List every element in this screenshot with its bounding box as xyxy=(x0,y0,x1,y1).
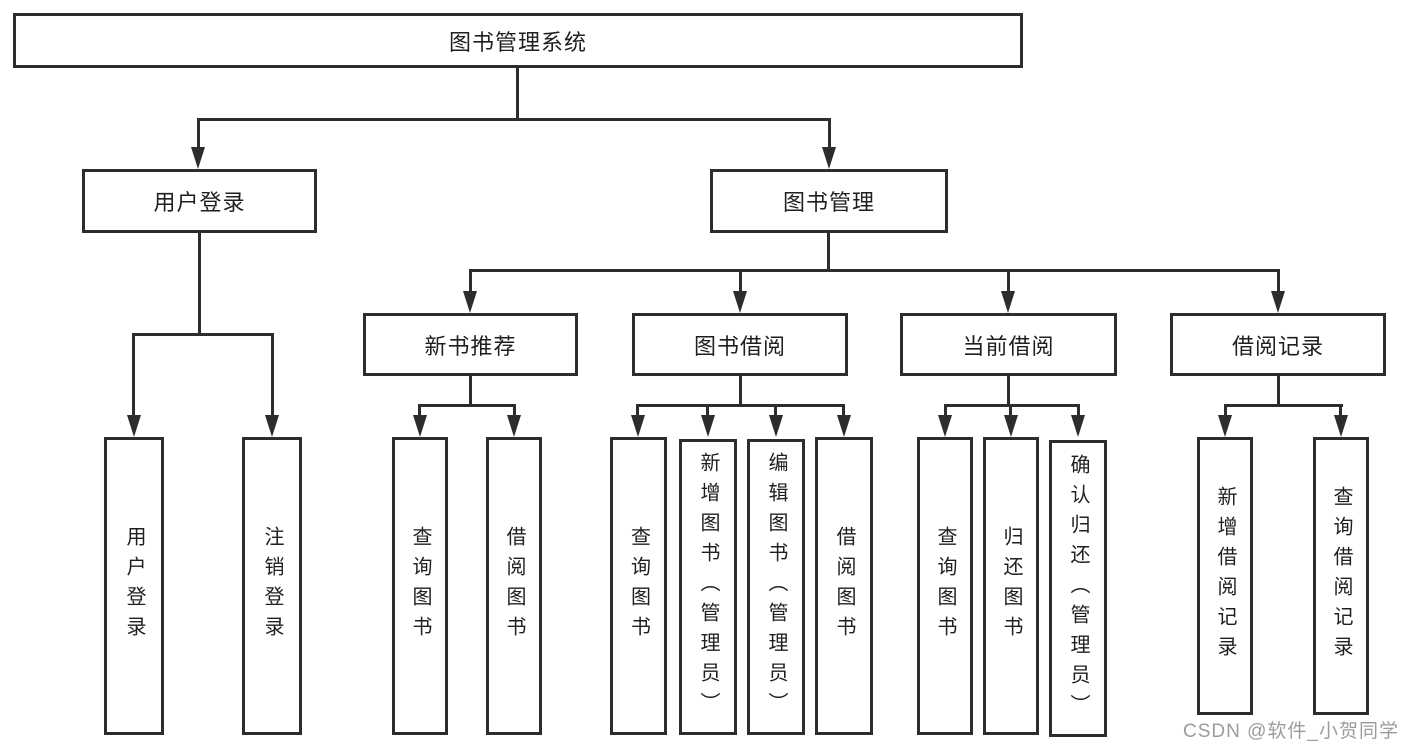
connector-group1-crossbar xyxy=(418,404,516,407)
node-book-borrow: 图书借阅 xyxy=(632,313,848,376)
node-current-borrow: 当前借阅 xyxy=(900,313,1117,376)
node-user-login-label: 用户登录 xyxy=(153,190,246,215)
arrowhead-group2-child4 xyxy=(837,415,851,437)
arrowhead-to-group1 xyxy=(463,291,477,313)
arrowhead-group4-child1 xyxy=(1218,415,1232,437)
connector-root-stem xyxy=(516,68,519,121)
connector-group2-crossbar xyxy=(636,404,845,407)
node-user-login: 用户登录 xyxy=(82,169,317,233)
arrowhead-group3-child2 xyxy=(1004,415,1018,437)
arrowhead-group2-child1 xyxy=(631,415,645,437)
leaf-g3-confirm-return-admin-label: 确认归还（管理员） xyxy=(1067,453,1089,724)
connector-group2-child1 xyxy=(636,404,639,417)
arrowhead-group2-child2 xyxy=(701,415,715,437)
node-borrow-records: 借阅记录 xyxy=(1170,313,1386,376)
leaf-g2-add-book-admin-label: 新增图书（管理员） xyxy=(697,452,719,722)
connector-root-crossbar xyxy=(197,118,831,121)
connector-to-group4 xyxy=(1277,269,1280,293)
leaf-g3-query-book: 查询图书 xyxy=(917,437,973,735)
leaf-g3-return-book-label: 归还图书 xyxy=(1000,526,1022,646)
arrowhead-login-child1 xyxy=(127,415,141,437)
node-book-borrow-label: 图书借阅 xyxy=(693,333,786,359)
connector-to-login xyxy=(197,118,200,149)
connector-group2-child3 xyxy=(774,404,777,417)
arrowhead-to-group4 xyxy=(1271,291,1285,313)
connector-login-child1 xyxy=(132,333,135,417)
arrowhead-to-group3 xyxy=(1001,291,1015,313)
arrowhead-group3-child1 xyxy=(938,415,952,437)
arrowhead-group2-child3 xyxy=(769,415,783,437)
leaf-g2-query-book: 查询图书 xyxy=(610,437,667,735)
connector-login-child2 xyxy=(271,333,274,417)
leaf-logout-label: 注销登录 xyxy=(261,526,283,646)
connector-group2-stem xyxy=(739,375,742,406)
arrowhead-group1-child1 xyxy=(413,415,427,437)
connector-group2-child2 xyxy=(706,404,709,417)
connector-to-group3 xyxy=(1007,269,1010,293)
node-borrow-records-label: 借阅记录 xyxy=(1231,333,1324,359)
connector-group3-child3 xyxy=(1077,404,1080,417)
connector-group3-child2 xyxy=(1009,404,1012,417)
leaf-g3-return-book: 归还图书 xyxy=(983,437,1039,735)
leaf-g2-edit-book-admin-label: 编辑图书（管理员） xyxy=(765,452,787,722)
leaf-g2-query-book-label: 查询图书 xyxy=(627,526,650,646)
connector-group4-stem xyxy=(1277,375,1280,406)
arrowhead-to-mgmt xyxy=(822,147,836,169)
csdn-watermark: CSDN @软件_小贺同学 xyxy=(1183,721,1399,742)
leaf-g1-query-book-label: 查询图书 xyxy=(409,526,431,646)
arrowhead-group3-child3 xyxy=(1071,415,1085,437)
leaf-logout: 注销登录 xyxy=(242,437,302,735)
connector-group4-child2 xyxy=(1339,404,1342,417)
arrowhead-to-login xyxy=(191,147,205,169)
connector-group3-stem xyxy=(1007,375,1010,406)
node-root-label: 图书管理系统 xyxy=(448,29,587,55)
leaf-g1-borrow-book-label: 借阅图书 xyxy=(503,526,525,646)
node-book-mgmt: 图书管理 xyxy=(710,169,948,233)
connector-group3-crossbar xyxy=(944,404,1080,407)
leaf-g1-borrow-book: 借阅图书 xyxy=(486,437,542,735)
arrowhead-group1-child2 xyxy=(507,415,521,437)
arrowhead-to-group2 xyxy=(733,291,747,313)
arrowhead-group4-child2 xyxy=(1334,415,1348,437)
leaf-g1-query-book: 查询图书 xyxy=(392,437,448,735)
connector-login-crossbar xyxy=(132,333,274,336)
leaf-g4-query-borrow-record: 查询借阅记录 xyxy=(1313,437,1369,715)
leaf-g4-query-borrow-record-label: 查询借阅记录 xyxy=(1330,486,1352,666)
connector-group4-child1 xyxy=(1224,404,1227,417)
connector-login-stem xyxy=(198,233,201,335)
connector-group2-child4 xyxy=(842,404,845,417)
connector-to-group2 xyxy=(739,269,742,293)
leaf-g3-query-book-label: 查询图书 xyxy=(934,526,956,646)
connector-to-group1 xyxy=(469,269,472,293)
leaf-user-login-label: 用户登录 xyxy=(123,526,145,646)
connector-group3-child1 xyxy=(944,404,947,417)
node-new-book-recommend: 新书推荐 xyxy=(363,313,578,376)
connector-group4-crossbar xyxy=(1224,404,1343,407)
leaf-g3-confirm-return-admin: 确认归还（管理员） xyxy=(1049,440,1107,737)
leaf-g2-borrow-book-label: 借阅图书 xyxy=(833,526,855,646)
leaf-g4-add-borrow-record: 新增借阅记录 xyxy=(1197,437,1253,715)
leaf-g2-edit-book-admin: 编辑图书（管理员） xyxy=(747,439,805,735)
connector-mgmt-crossbar xyxy=(469,269,1280,272)
node-current-borrow-label: 当前借阅 xyxy=(962,333,1055,359)
node-new-book-recommend-label: 新书推荐 xyxy=(424,333,517,359)
node-book-mgmt-label: 图书管理 xyxy=(782,190,875,215)
arrowhead-login-child2 xyxy=(265,415,279,437)
connector-group1-child2 xyxy=(513,404,516,417)
connector-mgmt-stem xyxy=(827,233,830,272)
connector-group1-child1 xyxy=(418,404,421,417)
node-root: 图书管理系统 xyxy=(13,13,1023,68)
connector-to-mgmt xyxy=(828,118,831,149)
leaf-g4-add-borrow-record-label: 新增借阅记录 xyxy=(1214,486,1236,666)
leaf-g2-add-book-admin: 新增图书（管理员） xyxy=(679,439,737,735)
leaf-user-login: 用户登录 xyxy=(104,437,164,735)
connector-group1-stem xyxy=(469,375,472,406)
leaf-g2-borrow-book: 借阅图书 xyxy=(815,437,873,735)
